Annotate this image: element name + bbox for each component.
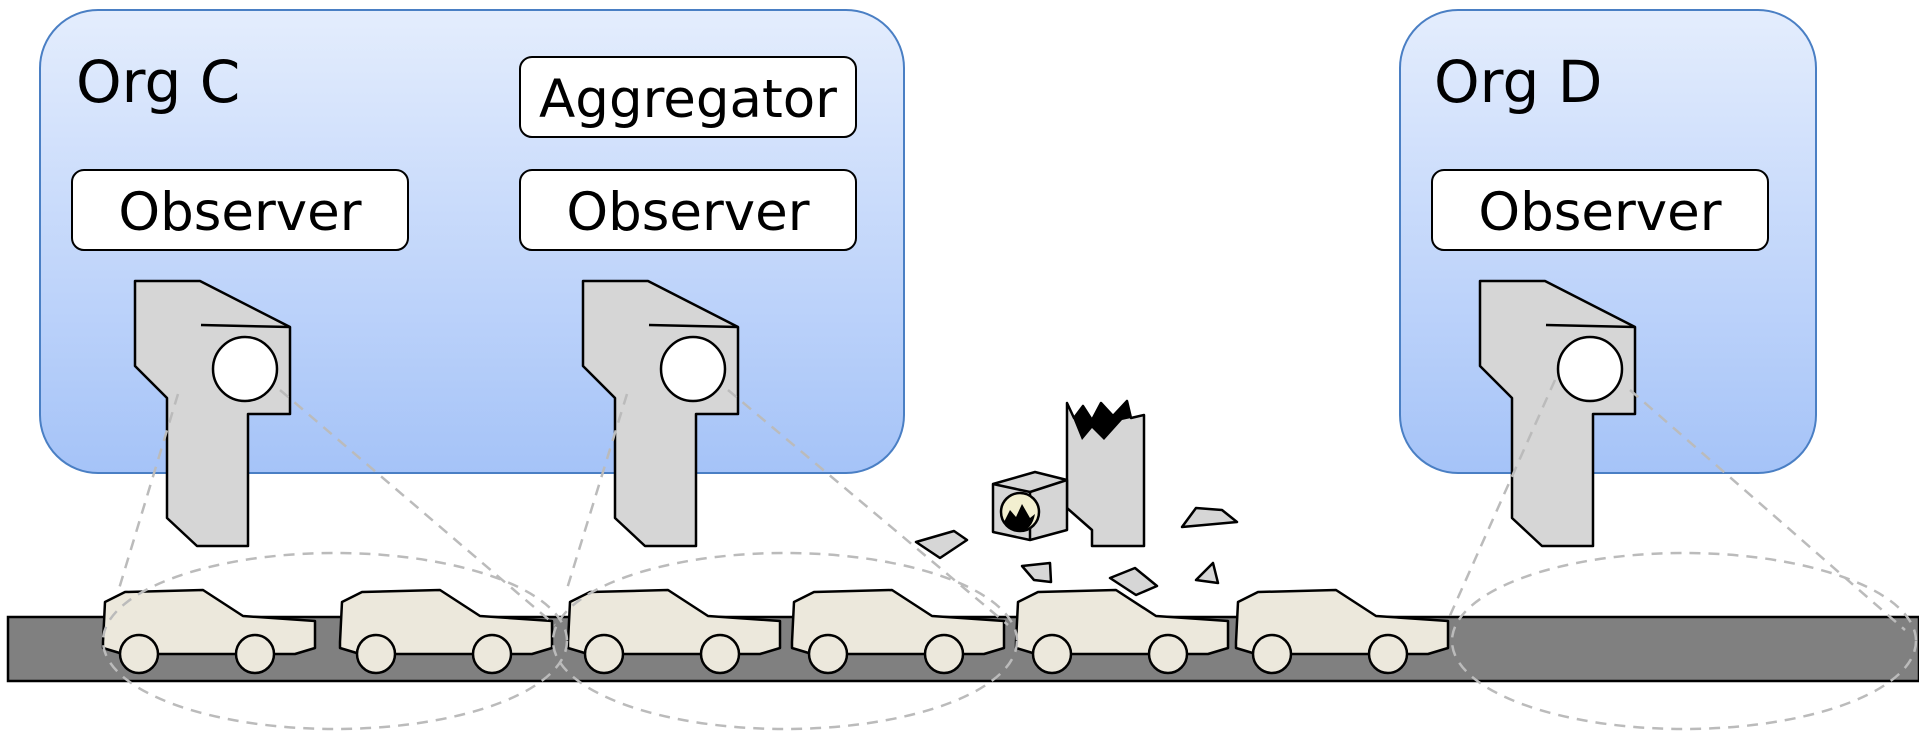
aggregator-box[interactable]	[519, 56, 857, 138]
observer-box-c2[interactable]	[519, 169, 857, 251]
observer-label-d: Observer	[1478, 182, 1721, 243]
org-c-title: Org C	[76, 48, 240, 116]
observer-label-c1: Observer	[118, 182, 361, 243]
observer-box-c1[interactable]	[71, 169, 409, 251]
debris-icon	[914, 506, 1239, 597]
aggregator-label: Aggregator	[539, 69, 837, 130]
camera-view-lines	[101, 379, 1918, 731]
broken-camera-icon	[991, 399, 1146, 548]
observer-box-d[interactable]	[1431, 169, 1769, 251]
org-d-title: Org D	[1434, 48, 1602, 116]
observer-label-c2: Observer	[566, 182, 809, 243]
